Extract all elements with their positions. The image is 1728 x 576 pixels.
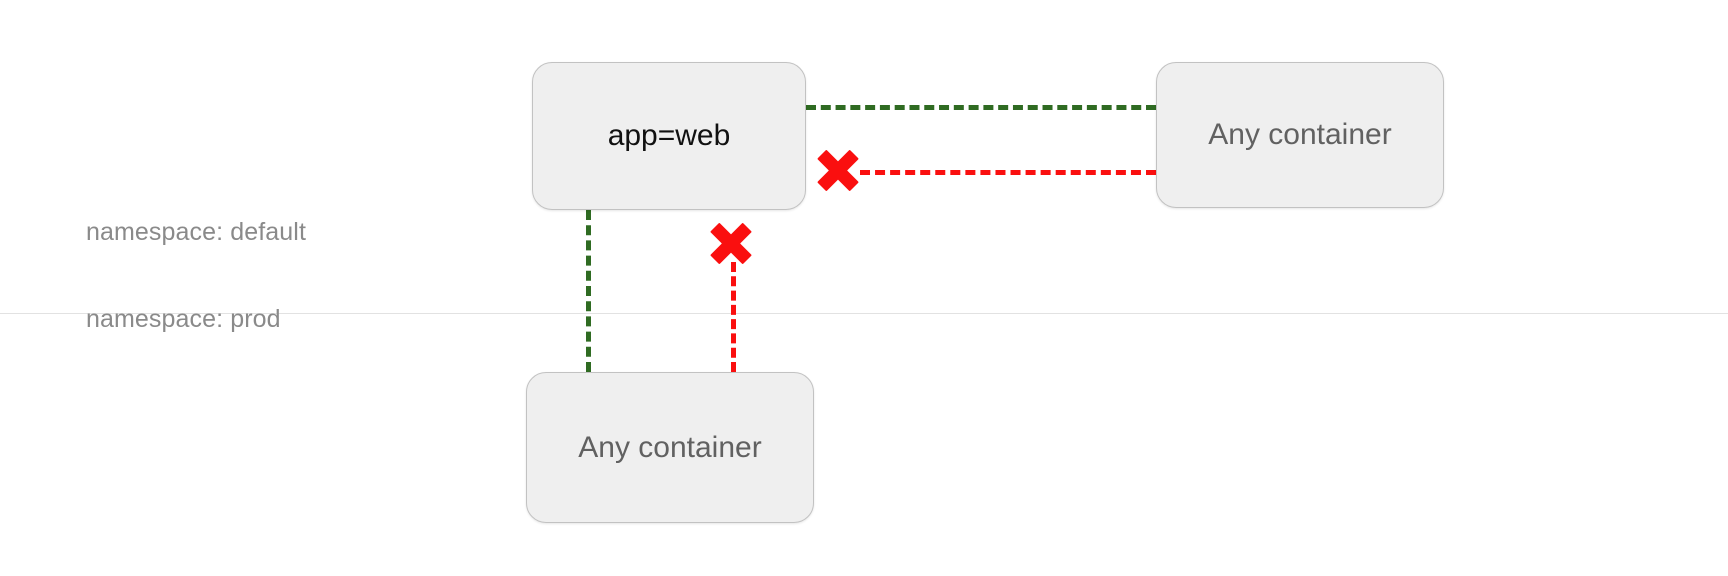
node-any-container-default[interactable]: Any container <box>1156 62 1444 208</box>
blocked-x-icon-vertical <box>709 221 753 265</box>
namespace-label-prod: namespace: prod <box>86 305 281 333</box>
node-any-container-default-label: Any container <box>1208 118 1392 151</box>
node-app-web[interactable]: app=web <box>532 62 806 210</box>
node-any-container-prod[interactable]: Any container <box>526 372 814 523</box>
edge-allowed-cross-namespace <box>586 210 591 372</box>
namespace-label-default: namespace: default <box>86 218 307 246</box>
edge-allowed-same-namespace <box>806 105 1156 110</box>
node-any-container-prod-label: Any container <box>578 430 762 464</box>
edge-blocked-same-namespace <box>860 170 1156 175</box>
blocked-x-icon-horizontal <box>816 148 860 192</box>
namespace-divider <box>0 313 1728 314</box>
node-app-web-label: app=web <box>607 119 731 152</box>
edge-blocked-cross-namespace <box>731 262 736 372</box>
